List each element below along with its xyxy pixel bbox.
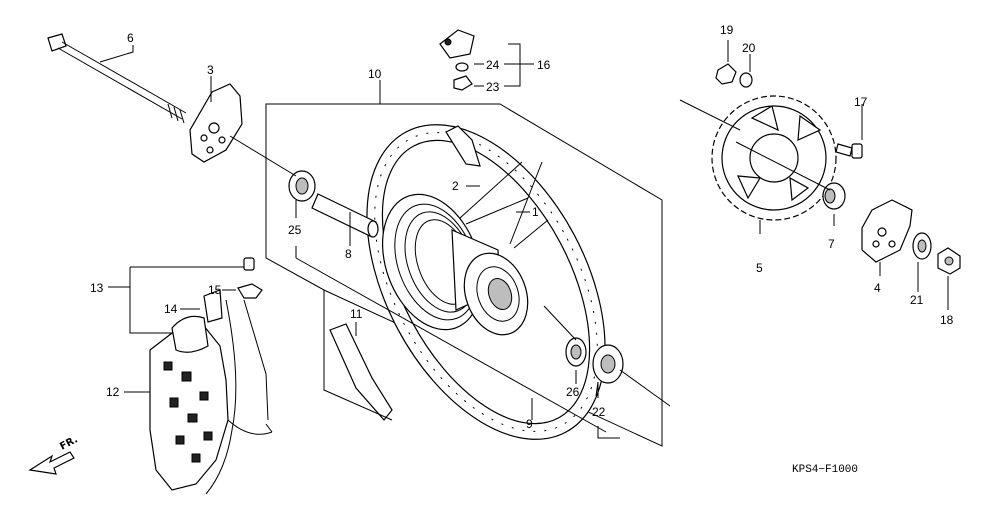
callout-11: 11 bbox=[350, 307, 363, 321]
leader-lines bbox=[99, 40, 949, 439]
dust-seal-right bbox=[592, 344, 624, 384]
valve-cap bbox=[243, 257, 255, 271]
side-collar bbox=[822, 182, 846, 210]
callout-21: 21 bbox=[910, 293, 924, 307]
valve-nut bbox=[237, 283, 263, 299]
callout-24: 24 bbox=[486, 58, 500, 72]
chain-adjuster-right bbox=[861, 199, 913, 263]
callout-15: 15 bbox=[208, 283, 222, 297]
front-direction-arrow: FR. bbox=[28, 434, 80, 475]
chain-guide-clip bbox=[439, 29, 475, 91]
callout-6: 6 bbox=[127, 31, 134, 45]
callout-18: 18 bbox=[940, 313, 954, 327]
rear-hub bbox=[381, 193, 529, 336]
callout-17: 17 bbox=[854, 95, 868, 109]
callout-7: 7 bbox=[828, 237, 835, 251]
callout-16: 16 bbox=[537, 58, 551, 72]
distance-collar bbox=[311, 193, 379, 238]
callout-19: 19 bbox=[720, 23, 734, 37]
axle-washer bbox=[912, 232, 932, 260]
callout-10: 10 bbox=[368, 67, 382, 81]
diagram-code: KPS4−F1000 bbox=[792, 464, 858, 476]
callout-26: 26 bbox=[566, 385, 580, 399]
callout-1: 1 bbox=[532, 205, 539, 219]
callout-8: 8 bbox=[345, 247, 352, 261]
callout-25: 25 bbox=[288, 223, 302, 237]
callout-2: 2 bbox=[452, 179, 459, 193]
callout-23: 23 bbox=[486, 80, 500, 94]
wheel-assembly-frame bbox=[265, 103, 663, 447]
callout-12: 12 bbox=[106, 385, 120, 399]
callout-4: 4 bbox=[874, 281, 881, 295]
callout-20: 20 bbox=[742, 41, 756, 55]
callout-22: 22 bbox=[592, 405, 606, 419]
inner-tube bbox=[171, 289, 273, 433]
tire bbox=[149, 299, 273, 495]
chain-adjuster-left bbox=[189, 83, 243, 163]
spokes bbox=[459, 161, 549, 249]
driven-sprocket bbox=[711, 95, 837, 221]
bearing-right bbox=[565, 337, 587, 367]
callout-5: 5 bbox=[756, 261, 763, 275]
callout-3: 3 bbox=[207, 63, 214, 77]
callout-9: 9 bbox=[526, 417, 533, 431]
rim-strip bbox=[329, 125, 481, 421]
rear-axle bbox=[47, 33, 187, 124]
callout-13: 13 bbox=[90, 281, 104, 295]
bearing-left bbox=[288, 170, 316, 202]
callout-labels: 6 3 10 24 23 16 2 1 25 8 11 9 26 22 19 2… bbox=[90, 23, 954, 431]
front-direction-label: FR. bbox=[58, 434, 80, 452]
sprocket-nut bbox=[715, 63, 737, 85]
axle-nut bbox=[937, 247, 961, 275]
sprocket-bolt bbox=[835, 143, 863, 159]
callout-14: 14 bbox=[164, 302, 178, 316]
sprocket-washer bbox=[739, 72, 753, 88]
